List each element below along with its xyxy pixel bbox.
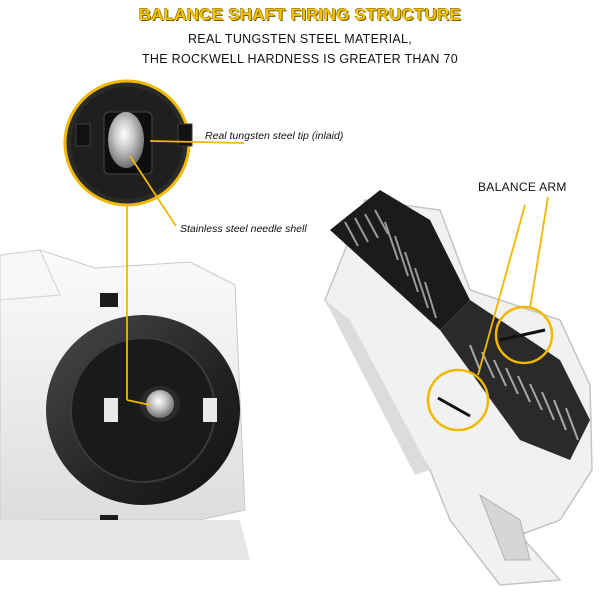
needle-tip-front [146, 390, 174, 418]
cutaway-mechanism [324, 190, 593, 586]
needle-tip-zoomed [108, 112, 144, 168]
page-title: BALANCE SHAFT FIRING STRUCTURE [138, 5, 462, 24]
subtitle-line-1: REAL TUNGSTEN STEEL MATERIAL, [187, 32, 413, 46]
subtitle-line-2: THE ROCKWELL HARDNESS IS GREATER THAN 70 [142, 52, 458, 66]
callout-lines-left [126, 140, 245, 406]
latch-slot-top [100, 293, 118, 307]
cap-slot-right [203, 398, 217, 422]
spring-lower [469, 344, 579, 441]
callout-shell-label: Stainless steel needle shell [180, 223, 307, 235]
balance-arm-highlight-upper [494, 305, 554, 365]
tip-zoom-inset [63, 79, 193, 207]
callout-lines-right [477, 196, 549, 376]
callout-balance-arm-label: BALANCE ARM [478, 180, 567, 194]
balance-arm-highlight-lower [426, 368, 490, 432]
device-front-view [0, 249, 250, 560]
cap-slot-left [104, 398, 118, 422]
callout-tip-label: Real tungsten steel tip (inlaid) [205, 130, 344, 142]
spring-upper [344, 209, 437, 319]
